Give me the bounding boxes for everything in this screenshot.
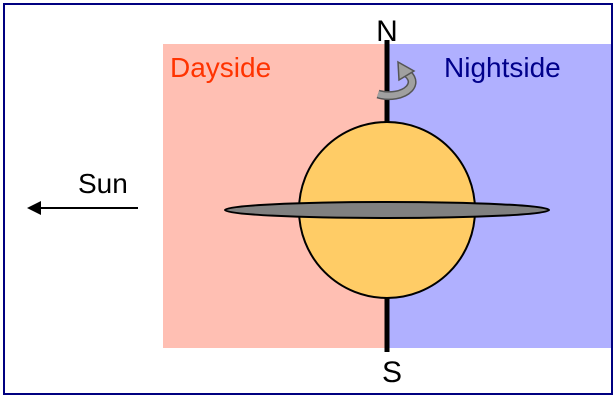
- nightside-label: Nightside: [444, 52, 561, 83]
- south-label: S: [382, 356, 402, 389]
- rotation-arrow-icon: [376, 60, 417, 101]
- planet-ring: [224, 201, 550, 219]
- dayside-label: Dayside: [170, 52, 271, 83]
- left-arrow-icon: [27, 201, 138, 215]
- north-label: N: [376, 15, 398, 48]
- sun-label: Sun: [78, 168, 128, 199]
